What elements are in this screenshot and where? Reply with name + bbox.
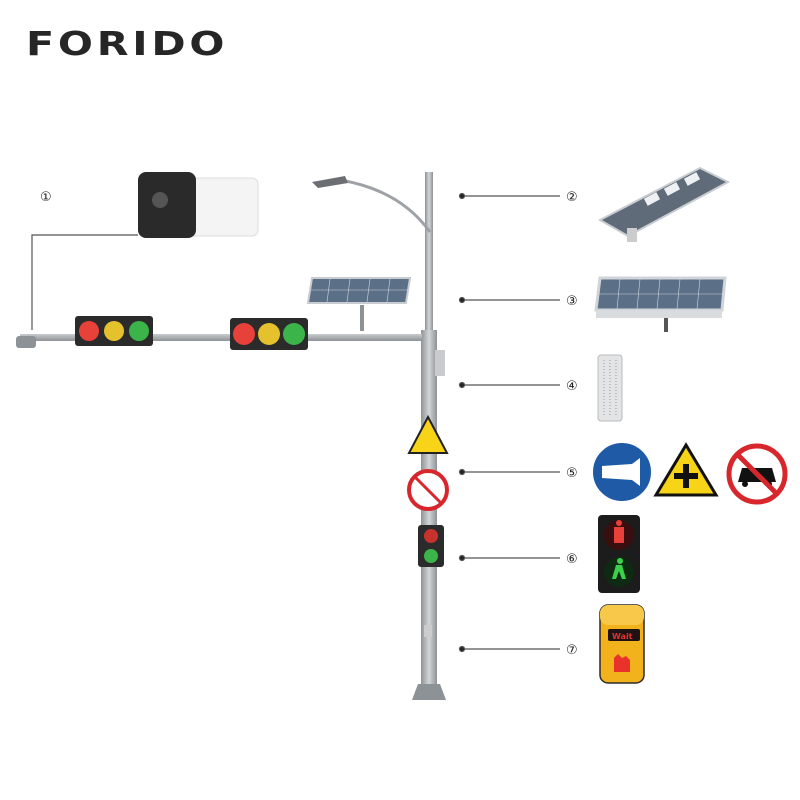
pole-warning-sign — [407, 414, 449, 454]
no-cars-sign-image — [726, 443, 788, 505]
callout-number-3: ③ — [566, 294, 578, 309]
main-pole — [20, 172, 446, 700]
round-traffic-light — [230, 318, 308, 350]
lamp-arm — [339, 178, 432, 233]
pole-speaker — [435, 350, 445, 376]
camera-leader-line — [31, 234, 138, 330]
callout-number-5: ⑤ — [566, 466, 578, 481]
brand-logo: FORIDO — [26, 24, 229, 63]
callout-number-6: ⑥ — [566, 552, 578, 567]
speaker-image — [597, 354, 623, 422]
callout-number-7: ⑦ — [566, 643, 578, 658]
callout-lines — [458, 192, 560, 653]
small-camera — [16, 336, 36, 348]
callout-number-4: ④ — [566, 379, 578, 394]
arrow-traffic-light — [75, 316, 153, 346]
no-horn-sign-image — [591, 441, 653, 503]
push-button-image: Wait — [599, 604, 645, 684]
button-display-text: Wait — [612, 632, 633, 641]
solar-panel-image — [594, 276, 727, 332]
pole-pedestrian-signal — [418, 525, 444, 567]
street-light-image — [597, 166, 731, 242]
callout-number-2: ② — [566, 190, 578, 205]
pedestrian-signal-image — [598, 515, 640, 593]
warning-sign-image — [653, 442, 719, 497]
callout-number-1: ① — [40, 190, 52, 205]
lamp-head — [312, 176, 348, 188]
signal-arm — [20, 334, 422, 341]
camera — [16, 172, 259, 348]
pole-no-horn-sign — [407, 469, 449, 511]
pole-solar-panel — [306, 277, 412, 304]
pole-push-button — [424, 625, 432, 637]
